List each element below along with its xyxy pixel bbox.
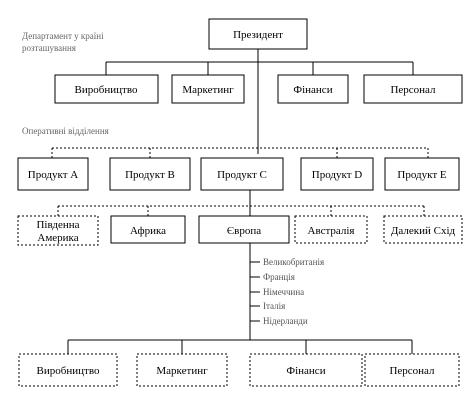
region-label: Африка: [130, 225, 166, 237]
country-label: Франція: [263, 272, 295, 282]
bottom-department-label: Персонал: [389, 365, 435, 377]
president-label: Президент: [233, 29, 283, 41]
region-label: Європа: [227, 225, 261, 237]
department-label: Персонал: [390, 84, 436, 96]
department-row: Виробництво Маркетинг Фінанси Персонал: [54, 74, 463, 104]
country-label: Нідерланди: [263, 316, 308, 326]
bottom-department-label: Фінанси: [286, 365, 325, 377]
product-label: Продукт В: [125, 169, 175, 181]
department-label: Виробництво: [75, 84, 138, 96]
product-label: Продукт D: [312, 169, 362, 181]
connectors: [51, 49, 429, 354]
product-row: Продукт А Продукт В Продукт С Продукт D …: [17, 157, 460, 191]
bottom-department-label: Виробництво: [37, 365, 100, 377]
note-divisions: Оперативні відділення: [22, 126, 109, 136]
department-label: Фінанси: [293, 84, 332, 96]
country-label: Німеччина: [263, 287, 304, 297]
bottom-department-label: Маркетинг: [156, 365, 208, 377]
note-departments-line2: розташування: [22, 43, 76, 53]
region-label: Америка: [37, 232, 78, 244]
country-list: Великобританія Франція Німеччина Італія …: [263, 257, 324, 326]
note-departments-line1: Департамент у країні: [22, 31, 104, 41]
region-label: Австралія: [308, 225, 355, 237]
region-row: Південна Америка Африка Європа Австралія…: [17, 215, 463, 246]
product-label: Продукт Е: [397, 169, 446, 181]
country-label: Великобританія: [263, 257, 324, 267]
region-label: Далекий Схід: [391, 225, 456, 237]
president-node: Президент: [208, 18, 308, 50]
bottom-department-row: Виробництво Маркетинг Фінанси Персонал: [18, 353, 460, 387]
product-label: Продукт А: [28, 169, 78, 181]
region-label: Південна: [36, 219, 79, 231]
product-label: Продукт С: [217, 169, 267, 181]
department-label: Маркетинг: [182, 84, 234, 96]
country-label: Італія: [263, 301, 285, 311]
